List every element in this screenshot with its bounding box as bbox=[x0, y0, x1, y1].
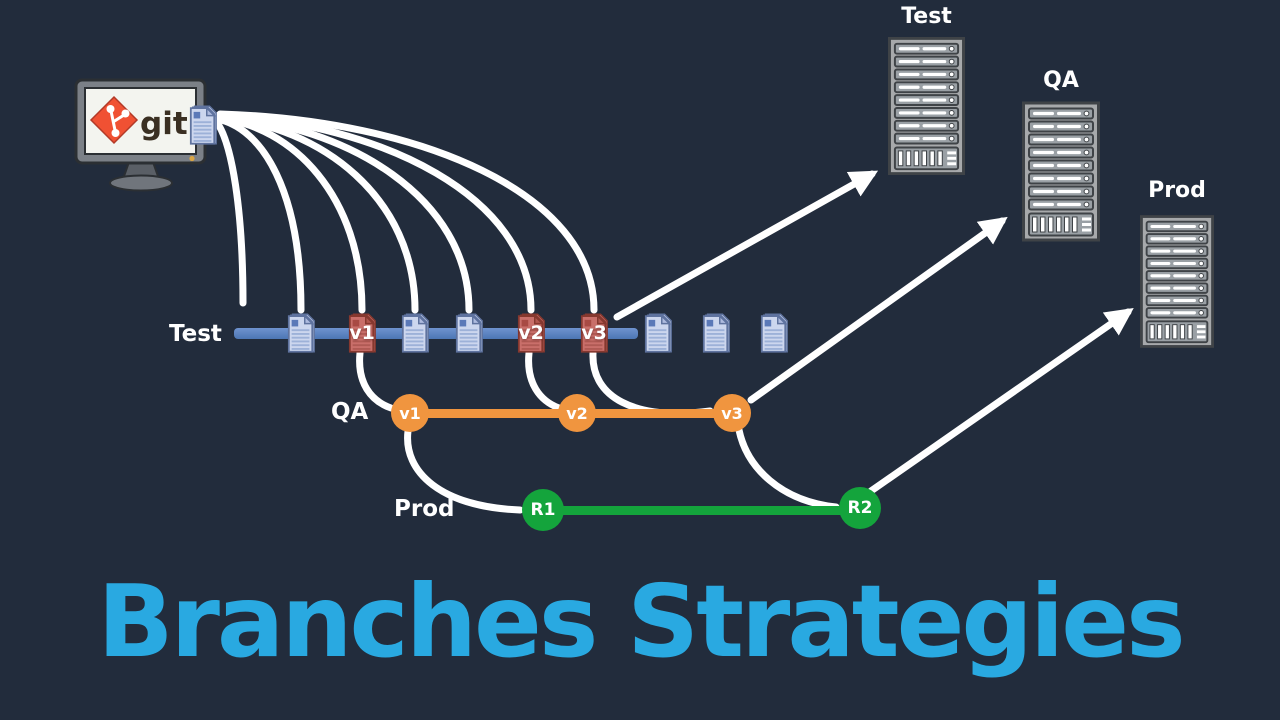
commit-doc-icon bbox=[286, 312, 316, 354]
merge-curves bbox=[356, 349, 840, 514]
pending-doc-icon bbox=[643, 312, 673, 354]
prod-server-label: Prod bbox=[1148, 178, 1206, 203]
version-label: v1 bbox=[349, 322, 375, 344]
commit-version-doc: v1 bbox=[347, 312, 377, 354]
version-label: v3 bbox=[581, 322, 607, 344]
prod-node-r1: R1 bbox=[522, 489, 564, 531]
commit-version-doc: v2 bbox=[516, 312, 546, 354]
qa-node-v1: v1 bbox=[391, 394, 429, 432]
power-led bbox=[189, 155, 195, 162]
pending-doc-icon bbox=[759, 312, 789, 354]
qa-node-v3: v3 bbox=[713, 394, 751, 432]
git-logo bbox=[89, 95, 139, 145]
commit-doc-icon bbox=[454, 312, 484, 354]
prod-server-icon bbox=[1140, 211, 1214, 352]
qa-branch-label: QA bbox=[331, 399, 369, 425]
commit-doc-icon bbox=[400, 312, 430, 354]
qa-server-icon bbox=[1022, 101, 1100, 242]
test-server-label: Test bbox=[901, 4, 952, 29]
prod-branch-line bbox=[538, 506, 864, 515]
version-label: v2 bbox=[518, 322, 544, 344]
qa-node-v2: v2 bbox=[558, 394, 596, 432]
source-doc-icon bbox=[188, 104, 218, 146]
prod-branch-label: Prod bbox=[394, 496, 455, 522]
test-branch-line bbox=[234, 328, 638, 339]
commit-version-doc: v3 bbox=[579, 312, 609, 354]
deploy-arrows bbox=[613, 170, 1134, 495]
commit-fan-curves bbox=[212, 110, 598, 314]
pending-doc-icon bbox=[701, 312, 731, 354]
test-branch-label: Test bbox=[169, 321, 222, 347]
page-title: Branches Strategies bbox=[97, 563, 1185, 680]
test-server-icon bbox=[888, 36, 965, 176]
git-logo-text: git bbox=[140, 106, 188, 142]
qa-server-label: QA bbox=[1043, 68, 1079, 93]
prod-node-r2: R2 bbox=[839, 487, 881, 529]
